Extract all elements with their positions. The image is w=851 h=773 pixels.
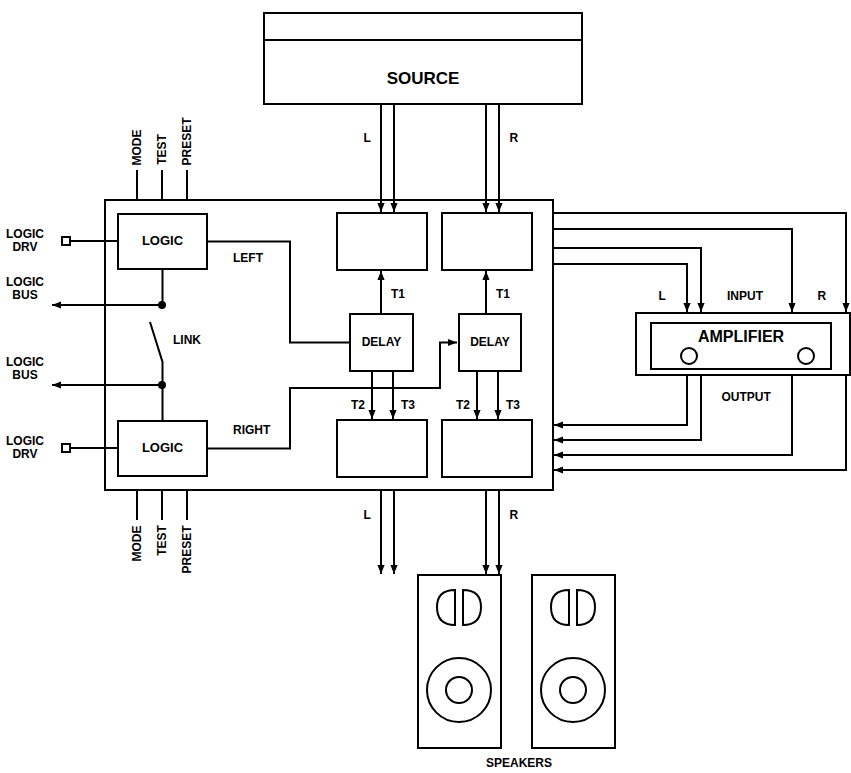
channel-label: L xyxy=(658,290,667,303)
input-block xyxy=(337,213,427,270)
signal-connector xyxy=(150,270,163,420)
signal-name: LOGIC BUS xyxy=(3,356,47,382)
signal-name: LOGIC BUS xyxy=(3,276,47,302)
node-label: DELAY xyxy=(362,336,402,349)
main-housing xyxy=(105,200,553,490)
source-box: SOURCE xyxy=(263,12,583,105)
edge-label: RIGHT xyxy=(232,424,271,437)
logic-box: LOGIC xyxy=(117,420,208,477)
control-pin: TEST xyxy=(155,524,168,557)
delay-box: DELAY xyxy=(349,313,414,372)
speaker xyxy=(418,575,501,748)
output-block xyxy=(442,420,532,477)
amp-knob xyxy=(681,348,697,364)
control-pin: MODE xyxy=(131,128,144,166)
t1-wires xyxy=(381,271,486,313)
signal-connector xyxy=(208,242,349,343)
delay-box: DELAY xyxy=(458,313,522,372)
channel-label: L xyxy=(363,509,372,522)
signal-name: T3 xyxy=(400,399,416,412)
port-label: INPUT xyxy=(726,290,764,303)
signal-connector xyxy=(208,343,457,449)
t2-t3-wires xyxy=(372,372,498,419)
signal-name: T2 xyxy=(350,399,366,412)
logic-box: LOGIC xyxy=(117,213,208,270)
output-block xyxy=(337,420,427,477)
signal-name: T2 xyxy=(455,399,471,412)
control-pin: PRESET xyxy=(181,116,194,166)
signal-name: T1 xyxy=(495,288,511,301)
input-block xyxy=(442,213,532,270)
control-pin: TEST xyxy=(155,133,168,166)
node-label: LOGIC xyxy=(142,441,183,455)
amp-output-wires xyxy=(554,375,846,470)
amplifier-housing xyxy=(636,313,850,375)
source-band xyxy=(263,39,583,41)
node-label: DELAY xyxy=(470,336,510,349)
node-label: AMPLIFIER xyxy=(698,328,784,346)
node-label: LOGIC xyxy=(142,234,183,248)
source-wires xyxy=(381,105,499,212)
edge-label: LINK xyxy=(172,334,202,347)
channel-label: L xyxy=(363,132,372,145)
signal-name: T1 xyxy=(390,288,406,301)
speaker-wires xyxy=(381,490,499,574)
channel-label: R xyxy=(509,509,520,522)
control-pin: MODE xyxy=(131,524,144,562)
amp-input-wires xyxy=(553,213,846,312)
channel-label: R xyxy=(817,290,828,303)
amp-knob xyxy=(798,348,814,364)
signal-name: LOGIC DRV xyxy=(3,228,47,254)
signal-name: T3 xyxy=(505,399,521,412)
caption-label: SPEAKERS xyxy=(485,757,553,770)
signal-name: LOGIC DRV xyxy=(3,435,47,461)
speaker xyxy=(532,575,615,748)
channel-label: R xyxy=(509,132,520,145)
edge-label: LEFT xyxy=(232,252,264,265)
logic-drv-terminal xyxy=(62,237,117,452)
control-pin: PRESET xyxy=(181,524,194,574)
amplifier-box: AMPLIFIER xyxy=(650,322,832,370)
logic-bus xyxy=(52,305,162,385)
node-label: SOURCE xyxy=(387,70,460,89)
port-label: OUTPUT xyxy=(721,391,772,404)
